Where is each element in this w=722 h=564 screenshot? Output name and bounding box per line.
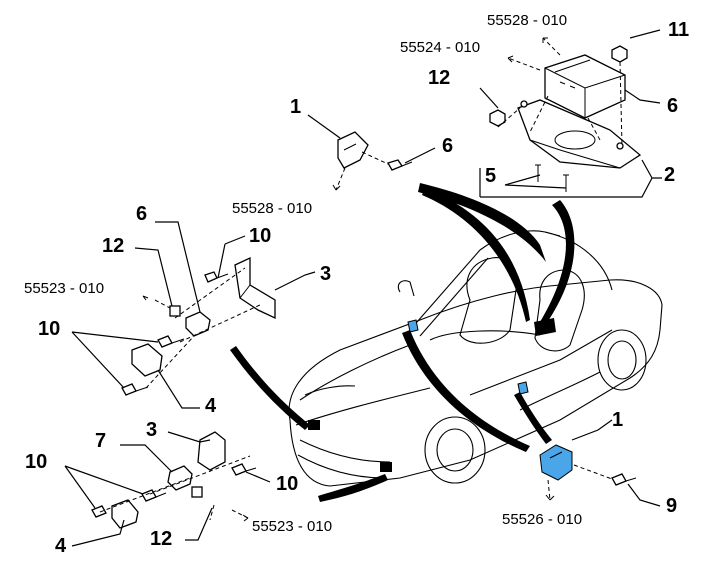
ref-55526: 55526 - 010 [502, 511, 582, 528]
left-upper-bracket-group [121, 256, 276, 396]
left-lower-bracket-group [91, 431, 257, 529]
airbag-control-unit-group [479, 37, 662, 198]
location-sweep-bands [230, 183, 575, 502]
callout-3-upper: 3 [320, 263, 331, 285]
callout-4-lower: 4 [55, 535, 67, 557]
callout-7: 6 [667, 95, 678, 117]
callout-1-bottom: 1 [612, 409, 623, 431]
callout-6-lower: 7 [95, 430, 106, 452]
ref-55528-top: 55528 - 010 [487, 12, 567, 29]
callout-3-lower: 3 [146, 419, 157, 441]
callout-numbers: 11 12 6 2 5 1 6 6 12 10 3 10 4 3 7 10 10… [25, 19, 689, 557]
ref-55523-lower: 55523 - 010 [252, 518, 332, 535]
callout-9: 9 [666, 495, 677, 517]
callout-6-upper: 6 [136, 203, 147, 225]
callout-10-upper: 10 [249, 225, 271, 247]
callout-8: 6 [442, 135, 453, 157]
callout-5: 5 [485, 165, 496, 187]
reference-codes: 55528 - 010 55524 - 010 55528 - 010 5552… [24, 12, 582, 535]
ref-55528-mid: 55528 - 010 [232, 200, 312, 217]
callout-10-lower-right: 10 [276, 473, 298, 495]
callout-10-lower-left: 10 [25, 451, 47, 473]
ref-55524: 55524 - 010 [400, 39, 480, 56]
callout-1-top: 1 [290, 96, 301, 118]
callout-12-upper: 12 [102, 235, 124, 257]
leader-lines [64, 29, 661, 547]
callout-12-lower: 12 [150, 528, 172, 550]
highlighted-sensor-group [539, 444, 637, 501]
callout-4-upper: 4 [205, 395, 217, 417]
upper-sensor-group [332, 131, 413, 191]
ref-55523-upper: 55523 - 010 [24, 280, 104, 297]
callout-2: 2 [664, 164, 675, 186]
callout-11-top: 11 [668, 19, 689, 41]
callout-10-left: 10 [38, 318, 60, 340]
callout-11-left: 12 [428, 67, 450, 89]
car-body [288, 230, 663, 487]
